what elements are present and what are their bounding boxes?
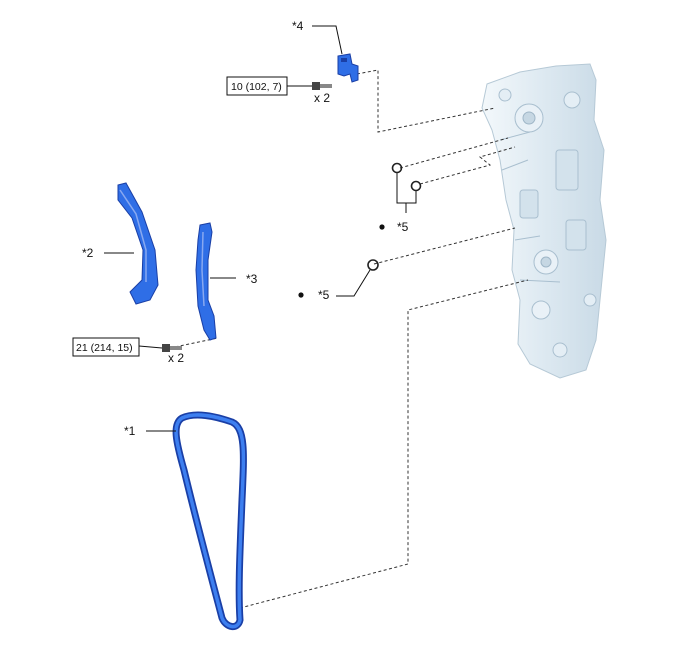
o-ring-upper-2 xyxy=(410,180,422,192)
part-4-tensioner-bracket xyxy=(337,53,359,83)
o-ring-upper-1 xyxy=(391,162,403,174)
bolt-lower xyxy=(162,344,182,352)
callout-3: *3 xyxy=(246,272,258,286)
part-1-timing-chain xyxy=(172,411,247,630)
callout-2: *2 xyxy=(82,246,94,260)
quantity-label-lower: x 2 xyxy=(168,351,184,365)
non-reusable-dot-lower xyxy=(298,292,304,298)
non-reusable-dot-upper xyxy=(379,224,385,230)
part-2-chain-slipper xyxy=(117,182,159,305)
callout-5-upper: *5 xyxy=(397,220,409,234)
bolt-upper xyxy=(312,82,332,90)
torque-box-lower xyxy=(72,337,140,357)
o-ring-lower xyxy=(367,259,379,271)
quantity-label-upper: x 2 xyxy=(314,91,330,105)
alignment-dashed-lines xyxy=(169,69,529,609)
callout-5-lower: *5 xyxy=(318,288,330,302)
torque-box-upper xyxy=(226,76,288,96)
torque-label-upper: 10 (102, 7) xyxy=(231,81,282,93)
engine-block-illustration xyxy=(481,63,607,379)
callout-4: *4 xyxy=(292,19,304,33)
callout-1: *1 xyxy=(124,424,136,438)
leader-lines xyxy=(104,25,417,432)
part-3-chain-guide xyxy=(195,222,217,341)
torque-label-lower: 21 (214, 15) xyxy=(76,342,133,354)
